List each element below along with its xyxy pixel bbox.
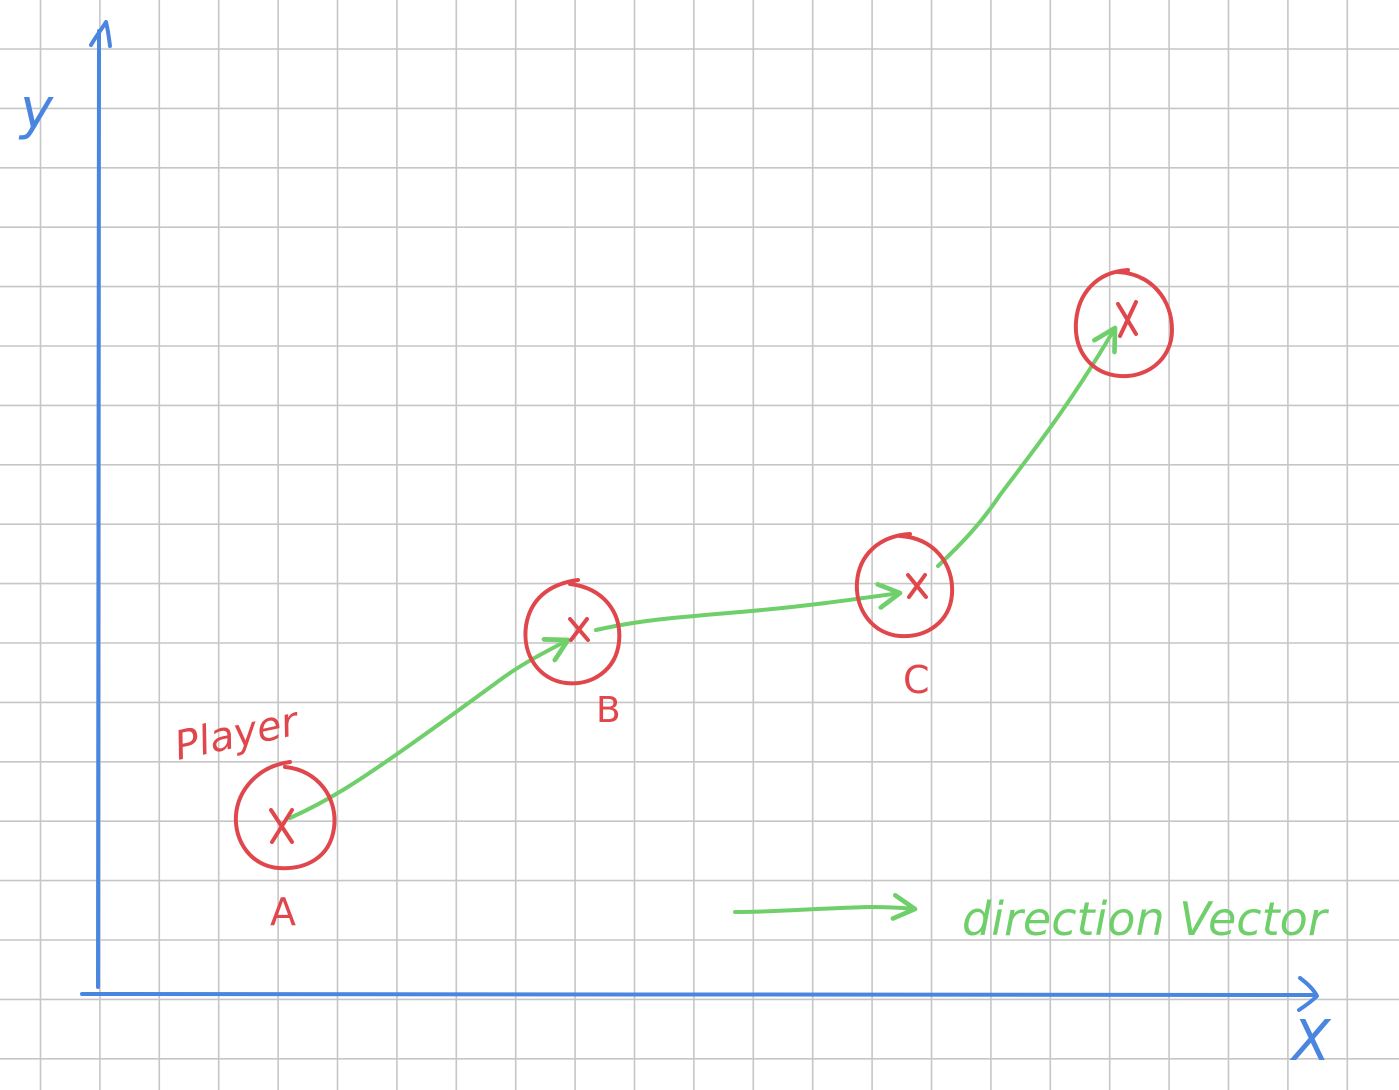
point-d-cross (1116, 300, 1138, 338)
point-b (523, 578, 622, 686)
x-axis-label: X (1289, 1009, 1332, 1074)
y-axis (89, 20, 112, 989)
point-a-label: A (270, 890, 296, 934)
legend: direction Vector (733, 892, 1330, 946)
legend-arrow (733, 892, 918, 921)
point-c (854, 532, 955, 639)
point-a-circle (233, 760, 337, 871)
direction-vectors (288, 325, 1118, 820)
vector-b-c (594, 582, 903, 632)
y-axis-label: y (18, 77, 54, 142)
point-c-label: C (903, 658, 930, 702)
point-b-cross (568, 617, 590, 642)
vector-c-d (936, 325, 1118, 568)
point-b-label: B (596, 690, 621, 731)
point-a-cross (269, 808, 294, 844)
point-d-circle (1073, 268, 1174, 379)
point-c-cross (906, 573, 928, 599)
point-a (233, 760, 337, 871)
legend-label: direction Vector (962, 892, 1330, 946)
vector-a-b (288, 637, 571, 820)
x-axis (80, 976, 1319, 1012)
point-b-circle (523, 578, 622, 686)
player-label: Player (171, 698, 305, 769)
point-c-circle (854, 532, 955, 639)
point-d (1073, 268, 1174, 379)
